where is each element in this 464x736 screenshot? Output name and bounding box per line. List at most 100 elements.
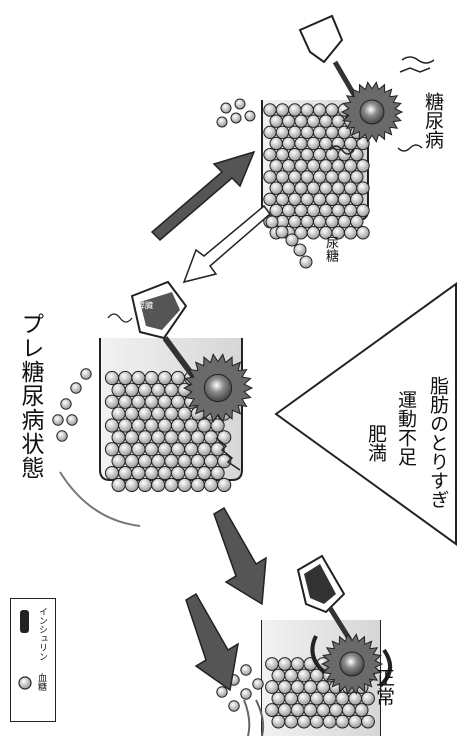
glucose-ball (197, 418, 212, 433)
glucose-ball (312, 170, 327, 184)
glucose-ball (294, 181, 308, 195)
glucose-ball (203, 477, 219, 493)
glucose-ball (271, 691, 286, 706)
glucose-ball (325, 147, 339, 162)
glucose-ball (104, 465, 120, 481)
glucose-ball (151, 382, 166, 397)
glucose-ball (184, 442, 199, 457)
insulin-tube (327, 606, 353, 642)
glucose-ball (151, 477, 166, 493)
glucose-ball (322, 714, 337, 729)
glucose-ball (281, 159, 296, 173)
glucose-ball (177, 454, 192, 469)
glucose-ball (348, 691, 363, 706)
glucose-ball (131, 370, 146, 386)
glucose-ball (309, 714, 324, 729)
glucose-ball (217, 430, 232, 445)
glucose-ball (343, 181, 358, 195)
cause-lack-of-exercise: 運動不足 (395, 390, 417, 466)
glucose-ball (356, 136, 370, 151)
glucose-ball (265, 215, 279, 229)
glucose-ball (319, 159, 333, 173)
glucose-ball (151, 406, 166, 421)
glucose-ball (350, 214, 364, 229)
insulin-legend-icon (20, 610, 29, 633)
glucose-ball (350, 192, 364, 206)
glucose-ball (281, 114, 296, 128)
glucose-ball (111, 430, 126, 445)
glucose-ball (288, 147, 302, 162)
glucose-ball (281, 181, 296, 195)
glucose-ball (220, 102, 232, 114)
arrow-to-diabetes (150, 150, 256, 242)
glucose-ball (335, 714, 350, 729)
glucose-ball (269, 181, 283, 195)
glucose-ball (234, 98, 246, 110)
glucose-ball (288, 103, 302, 117)
glucose-ball (343, 136, 358, 151)
glucose-ball (240, 688, 252, 700)
glucose-ball (269, 136, 283, 151)
glucose-ball (343, 203, 358, 218)
glucose-ball (197, 465, 212, 481)
glucose-chain (216, 98, 256, 128)
diabetes-title: 糖尿病 (422, 92, 444, 149)
glucose-ball (331, 114, 345, 128)
diabetes-panel (216, 14, 435, 269)
glucose-ball (300, 170, 314, 184)
glucose-ball (144, 418, 159, 433)
legend-insulin-label: インシュリン (37, 607, 47, 661)
glucose-ball (131, 418, 146, 433)
glucose-ball (303, 703, 318, 717)
glucose-ball (331, 203, 345, 218)
glucose-ball (306, 203, 321, 218)
glucose-ball (277, 680, 292, 694)
glucose-ball (157, 418, 172, 433)
glucose-ball (197, 442, 212, 457)
glucose-ball (203, 454, 219, 469)
glucose-ball (288, 192, 302, 206)
glucose-ball (275, 125, 290, 140)
arrow-from-diabetes (182, 204, 272, 284)
glucose-ball (329, 703, 343, 717)
glucose-ball (284, 714, 299, 729)
glucose-ball (170, 418, 186, 433)
glucose-ball (118, 442, 133, 457)
glucose-ball (164, 477, 179, 493)
glucose-ball (277, 657, 292, 671)
glucose-ball (312, 214, 327, 229)
glucose-ball (111, 454, 126, 469)
glucose-ball (306, 226, 321, 240)
prediabetes-panel (52, 280, 254, 527)
glucose-ball (325, 103, 339, 117)
glucose-ball (60, 398, 72, 410)
glucose-ball (306, 181, 321, 195)
glucose-ball (290, 680, 305, 694)
glucose-ball (306, 159, 321, 173)
glucose-ball (170, 370, 186, 386)
glucose-ball (104, 370, 120, 386)
glucose-ball (203, 430, 219, 445)
glucose-ball (297, 691, 311, 706)
glucose-ball (306, 136, 321, 151)
glucose-ball (319, 136, 333, 151)
glucose-ball (312, 103, 327, 117)
glucose-ball (288, 170, 302, 184)
glucose-ball (319, 203, 333, 218)
glucose-ball (300, 125, 314, 140)
glucose-ball (290, 657, 305, 671)
glucose-ball (190, 430, 205, 445)
glucose-ball (263, 170, 277, 184)
cell-icon (320, 633, 384, 695)
glucose-ball (361, 691, 375, 706)
glucose-ball (164, 406, 179, 421)
glucose-ball (118, 394, 133, 409)
glucose-ball (164, 430, 179, 445)
glucose-ball (70, 382, 82, 394)
glucose-ball (319, 181, 333, 195)
glucose-ball (263, 103, 277, 117)
glucose-ball (275, 225, 289, 239)
glucose-ball (244, 110, 256, 122)
